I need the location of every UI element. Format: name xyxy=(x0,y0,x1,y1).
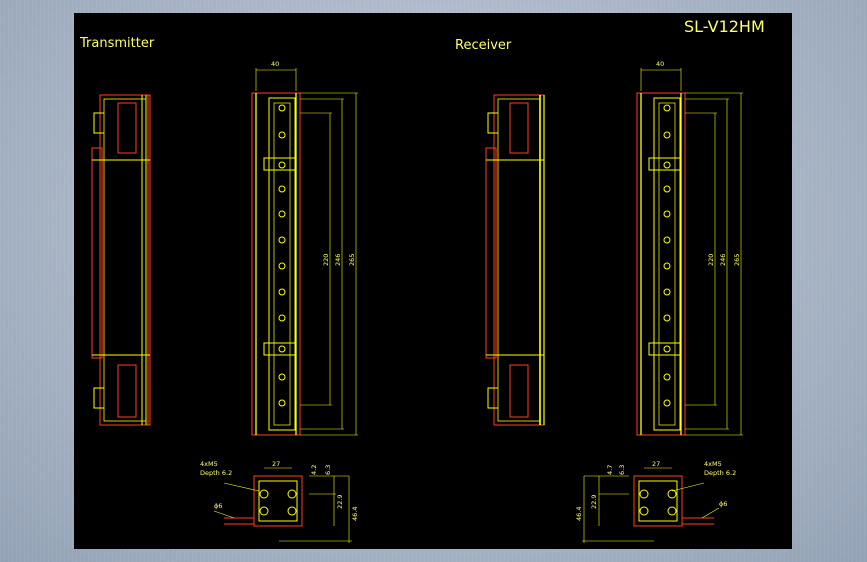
transmitter-cable-label: ϕ6 xyxy=(214,502,222,510)
transmitter-dim-229: 22.9 xyxy=(336,495,344,509)
receiver-width-dim: 40 xyxy=(656,60,664,68)
receiver-side-view xyxy=(485,94,545,426)
receiver-dim-464: 46.4 xyxy=(575,507,583,521)
receiver-dim-63: 6.3 xyxy=(618,465,626,475)
model-title: SL-V12HM xyxy=(684,17,765,36)
transmitter-dim-265: 265 xyxy=(348,254,356,266)
receiver-dim-246: 246 xyxy=(719,254,727,266)
cad-drawing: SL-V12HM Transmitter Receiver xyxy=(79,17,765,543)
receiver-bottom-view xyxy=(582,467,720,543)
transmitter-dim-63: 6.3 xyxy=(324,465,332,475)
receiver-pitch-dim: 27 xyxy=(652,460,660,468)
receiver-front-view xyxy=(636,68,743,436)
transmitter-label: Transmitter xyxy=(79,36,155,51)
receiver-cable-label: ϕ6 xyxy=(719,500,727,508)
transmitter-dim-246: 246 xyxy=(334,254,342,266)
receiver-label: Receiver xyxy=(455,38,512,53)
transmitter-dim-220: 220 xyxy=(322,254,330,266)
cad-drawing-canvas[interactable]: SL-V12HM Transmitter Receiver xyxy=(74,13,792,549)
transmitter-thread-label: 4xM5 xyxy=(200,460,218,468)
transmitter-side-view xyxy=(91,94,151,426)
receiver-dim-229: 22.9 xyxy=(590,495,598,509)
receiver-dim-265: 265 xyxy=(733,254,741,266)
transmitter-dim-464: 46.4 xyxy=(351,507,359,521)
receiver-dim-220: 220 xyxy=(707,254,715,266)
transmitter-depth-label: Depth 6.2 xyxy=(200,469,232,477)
receiver-thread-label: 4xM5 xyxy=(704,460,722,468)
transmitter-front-view xyxy=(251,68,358,436)
receiver-depth-label: Depth 6.2 xyxy=(704,469,736,477)
transmitter-width-dim: 40 xyxy=(271,60,279,68)
transmitter-pitch-dim: 27 xyxy=(272,460,280,468)
transmitter-bottom-view xyxy=(213,467,352,543)
transmitter-dim-42: 4.2 xyxy=(310,465,318,475)
receiver-dim-47: 4.7 xyxy=(606,465,614,475)
